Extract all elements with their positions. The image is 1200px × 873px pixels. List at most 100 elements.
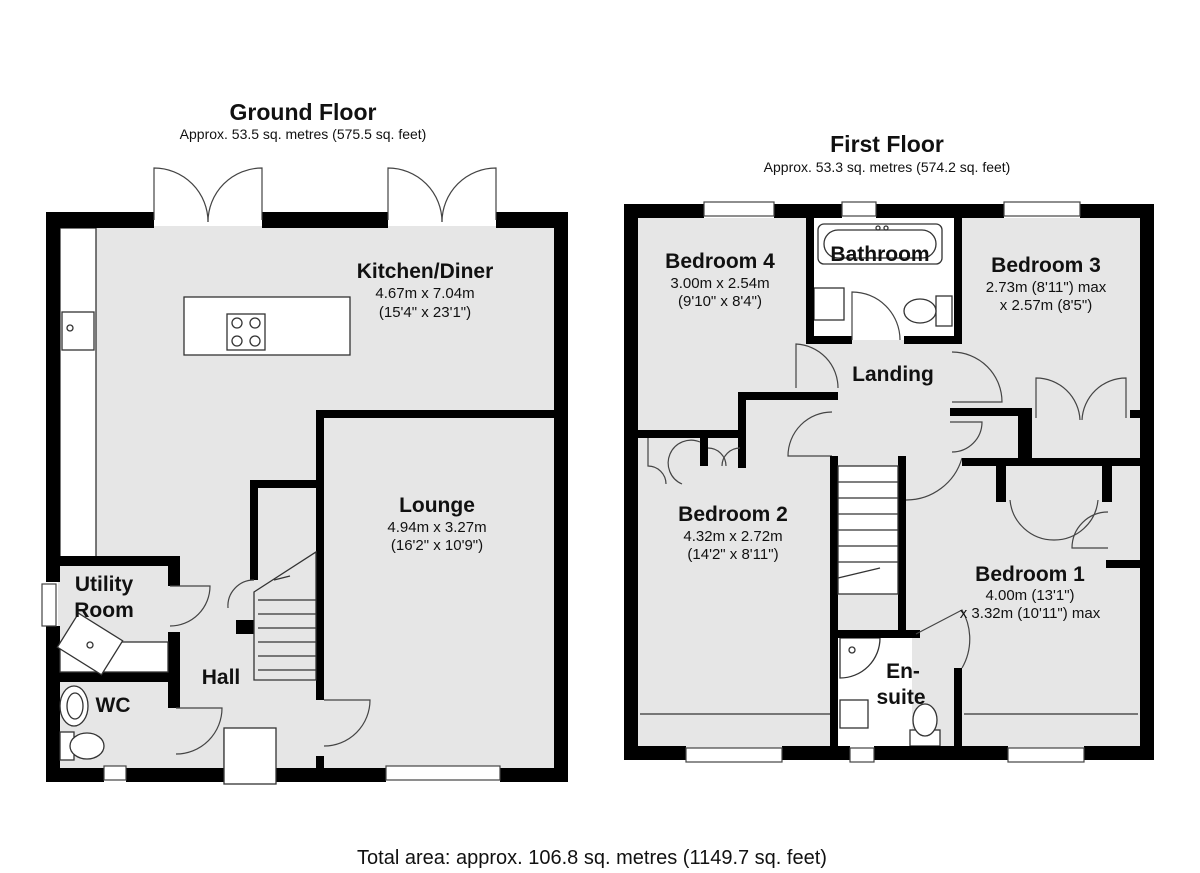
wall: [276, 768, 386, 782]
wall: [58, 556, 180, 566]
wc-door: [175, 707, 223, 755]
room-bedroom-1: Bedroom 1: [975, 563, 1085, 586]
wall: [738, 392, 838, 400]
bedroom2-door: [787, 411, 833, 457]
french-door-left: [387, 167, 443, 223]
wall: [806, 336, 852, 344]
wall: [1018, 408, 1032, 464]
wardrobe-door: [647, 438, 667, 485]
wall: [638, 430, 746, 438]
sink-tap-icon: [66, 324, 74, 332]
first-floor-title: First Floor: [830, 131, 944, 157]
first-floor-area: Approx. 53.3 sq. metres (574.2 sq. feet): [764, 159, 1011, 175]
wall: [830, 456, 838, 758]
room-bedroom-3-dim: 2.73m (8'11") max: [986, 279, 1107, 296]
wall: [46, 212, 154, 228]
wall: [898, 456, 906, 636]
room-lounge-dim: 4.94m x 3.27m: [387, 519, 486, 536]
ground-floor-area: Approx. 53.5 sq. metres (575.5 sq. feet): [180, 126, 427, 142]
kitchen-worktop: [59, 227, 97, 559]
wardrobe-door: [1053, 499, 1099, 541]
wall: [250, 480, 320, 488]
wall: [950, 408, 1018, 416]
drain-icon: [86, 641, 94, 649]
room-lounge: Lounge: [399, 494, 475, 517]
room-bedroom-1-dim-imperial: x 3.32m (10'11") max: [960, 605, 1101, 622]
room-landing: Landing: [852, 363, 934, 386]
room-bedroom-2-dim: 4.32m x 2.72m: [683, 528, 782, 545]
bathroom-cistern: [935, 295, 953, 327]
room-ensuite-line2: suite: [876, 686, 925, 709]
bedroom3-door: [951, 351, 1003, 403]
wall: [954, 668, 962, 758]
window: [1003, 201, 1081, 217]
wardrobe-door: [721, 447, 741, 467]
wall: [1102, 466, 1112, 502]
wall: [262, 212, 388, 228]
kitchen-sink: [61, 311, 95, 351]
toilet-icon: [912, 703, 938, 737]
room-bedroom-4: Bedroom 4: [665, 250, 775, 273]
bedroom4-door: [795, 343, 839, 389]
hob-ring-icon: [231, 317, 243, 329]
wall: [782, 746, 850, 760]
bath-inner: [823, 229, 937, 259]
ground-staircase: [227, 550, 317, 681]
ensuite-door: [915, 609, 971, 669]
total-area: Total area: approx. 106.8 sq. metres (11…: [357, 847, 827, 869]
wall: [996, 466, 1006, 502]
room-utility: Utility: [75, 573, 134, 596]
window: [1007, 747, 1085, 763]
room-utility-line2: Room: [74, 599, 134, 622]
wall: [962, 458, 1140, 466]
wall: [236, 620, 254, 634]
wall: [904, 336, 962, 344]
window: [41, 583, 57, 627]
room-lounge-dim-imperial: (16'2" x 10'9"): [391, 537, 483, 554]
cupboard-door: [950, 421, 983, 453]
window: [685, 747, 783, 763]
french-door-left: [153, 167, 209, 223]
wall: [46, 212, 60, 582]
wall: [806, 218, 814, 342]
hob-ring-icon: [249, 335, 261, 347]
wall: [876, 204, 1004, 218]
wall: [46, 768, 104, 782]
wall: [316, 410, 568, 418]
wardrobe-door: [667, 439, 701, 485]
tap-icon: [883, 225, 889, 231]
wall: [624, 204, 704, 218]
kitchen-island: [183, 296, 351, 356]
wall: [496, 212, 568, 228]
lounge-door: [323, 699, 371, 747]
wall: [500, 768, 568, 782]
ensuite-basin: [839, 699, 869, 729]
wall: [700, 430, 708, 466]
first-floor-staircase: [837, 457, 963, 595]
room-bedroom-2: Bedroom 2: [678, 503, 788, 526]
room-bedroom-2-dim-imperial: (14'2" x 8'11"): [687, 546, 778, 563]
room-kitchen-diner: Kitchen/Diner: [357, 260, 494, 283]
room-bedroom-3: Bedroom 3: [991, 254, 1101, 277]
wall: [1130, 410, 1140, 418]
room-bedroom-3-dim-imperial: x 2.57m (8'5"): [1000, 297, 1092, 314]
wall: [830, 630, 920, 638]
window: [849, 747, 875, 763]
first-floor-plan: First Floor Approx. 53.3 sq. metres (574…: [624, 131, 1154, 763]
wardrobe-door: [1081, 377, 1127, 421]
wardrobe-door: [1009, 499, 1055, 541]
toilet-icon: [69, 732, 105, 760]
wall: [126, 768, 224, 782]
window: [103, 765, 127, 781]
room-hall: Hall: [202, 666, 241, 689]
wall: [58, 672, 180, 682]
drain-icon: [848, 646, 856, 654]
entrance-frame: [223, 727, 277, 785]
bathroom-basin: [813, 287, 845, 321]
utility-sink: [56, 612, 124, 676]
window: [703, 201, 775, 217]
room-bedroom-4-dim: 3.00m x 2.54m: [670, 275, 769, 292]
window: [385, 765, 501, 781]
wall: [1084, 746, 1154, 760]
